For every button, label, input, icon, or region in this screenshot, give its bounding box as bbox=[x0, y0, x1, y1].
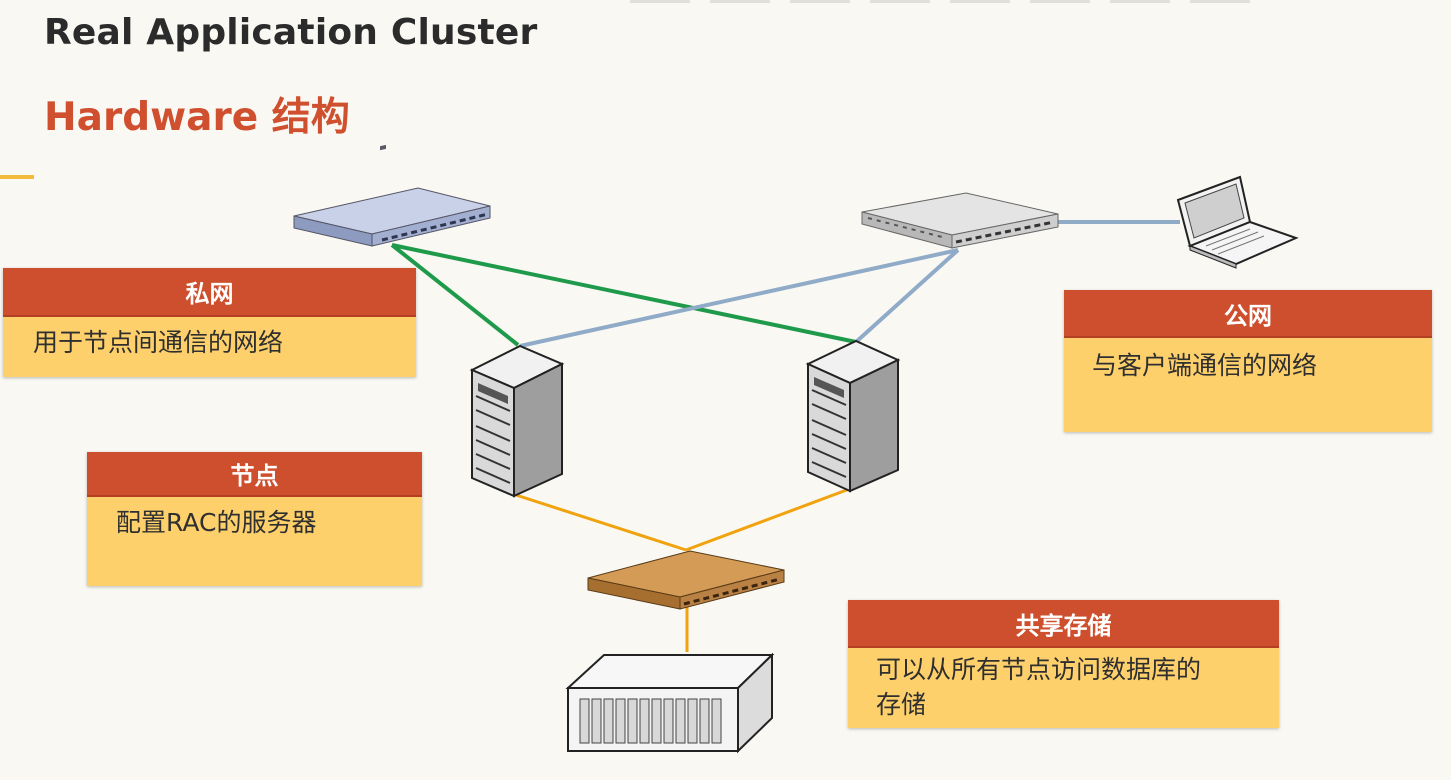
nodes-description: 配置RAC的服务器 bbox=[87, 497, 422, 586]
public-link-to-node-1 bbox=[519, 248, 959, 348]
private-network-description: 用于节点间通信的网络 bbox=[3, 317, 416, 377]
private-network-heading: 私网 bbox=[3, 268, 416, 317]
public-link-to-node-2 bbox=[854, 248, 960, 344]
shared-storage-description-line1: 可以从所有节点访问数据库的 bbox=[876, 655, 1202, 684]
page-title: Real Application Cluster bbox=[44, 12, 538, 53]
top-decoration bbox=[630, 0, 1250, 3]
storage-link-node-1 bbox=[515, 493, 687, 552]
shared-storage-callout: 共享存储 可以从所有节点访问数据库的 存储 bbox=[848, 600, 1279, 728]
private-link-to-node-1 bbox=[390, 243, 520, 347]
nodes-callout: 节点 配置RAC的服务器 bbox=[87, 452, 422, 586]
server-icon bbox=[805, 339, 901, 493]
storage-array-icon bbox=[565, 652, 775, 754]
storage-switch-icon bbox=[587, 550, 785, 610]
private-link-to-node-2 bbox=[391, 243, 857, 344]
laptop-icon bbox=[1176, 175, 1299, 269]
accent-divider bbox=[0, 175, 34, 179]
storage-network-links bbox=[515, 486, 853, 652]
public-network-callout: 公网 与客户端通信的网络 bbox=[1064, 290, 1432, 432]
public-network-heading: 公网 bbox=[1064, 290, 1432, 338]
shared-storage-description: 可以从所有节点访问数据库的 存储 bbox=[848, 648, 1279, 728]
public-network-links bbox=[519, 220, 1180, 348]
public-switch-icon bbox=[861, 192, 1059, 249]
private-switch-icon bbox=[293, 144, 491, 247]
page-subtitle: Hardware 结构 bbox=[44, 95, 350, 140]
private-network-links bbox=[390, 243, 857, 347]
shared-storage-description-line2: 存储 bbox=[876, 690, 927, 719]
private-network-callout: 私网 用于节点间通信的网络 bbox=[3, 268, 416, 377]
nodes-heading: 节点 bbox=[87, 452, 422, 497]
storage-link-node-2 bbox=[685, 486, 853, 552]
public-network-description: 与客户端通信的网络 bbox=[1064, 338, 1432, 432]
server-icon bbox=[469, 344, 565, 498]
shared-storage-heading: 共享存储 bbox=[848, 600, 1279, 648]
